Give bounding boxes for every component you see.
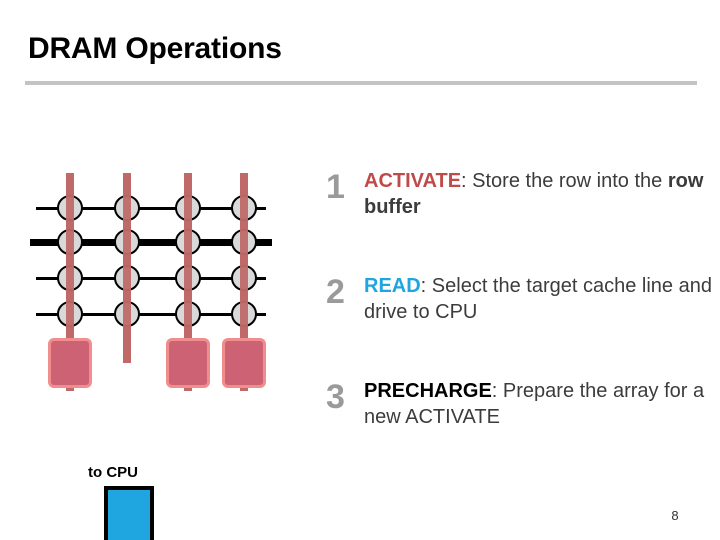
step-text-2: READ: Select the target cache line and d… xyxy=(364,273,720,326)
bitline-overlay-col-3 xyxy=(240,173,248,391)
step-number-3: 3 xyxy=(326,378,345,416)
step-item-activate: 1 ACTIVATE: Store the row into the row b… xyxy=(326,168,720,221)
step-keyword-read: READ xyxy=(364,275,421,297)
read-arrow-icon xyxy=(104,486,154,540)
step-item-precharge: 3 PRECHARGE: Prepare the array for a new… xyxy=(326,378,720,431)
step-body-3: Prepare the array for a new ACTIVATE xyxy=(364,380,705,429)
step-text-1: ACTIVATE: Store the row into the row buf… xyxy=(364,168,720,221)
step-keyword-precharge: PRECHARGE xyxy=(364,380,492,402)
to-cpu-label: to CPU xyxy=(88,464,138,481)
step-body-2: Select the target cache line and drive t… xyxy=(364,275,712,324)
step-separator-2: : xyxy=(420,275,427,297)
wordline-row-1-activated xyxy=(30,239,272,246)
bitline-overlay-col-1 xyxy=(123,173,131,363)
step-keyword-activate: ACTIVATE xyxy=(364,170,462,192)
step-item-read: 2 READ: Select the target cache line and… xyxy=(326,273,720,326)
wordline-row-2 xyxy=(36,277,266,280)
row-buffer-col-0 xyxy=(48,338,92,388)
row-buffer-col-3 xyxy=(222,338,266,388)
step-number-2: 2 xyxy=(326,273,345,311)
step-emphasis-1: row buffer xyxy=(364,170,704,219)
step-separator-3: : xyxy=(491,380,498,402)
page-title: DRAM Operations xyxy=(28,32,282,65)
row-buffer-col-2 xyxy=(166,338,210,388)
step-body-1: Store the row into the xyxy=(466,170,668,192)
step-number-1: 1 xyxy=(326,168,345,206)
wordline-row-0 xyxy=(36,207,266,210)
bitline-overlay-col-0 xyxy=(66,173,74,391)
step-separator-1: : xyxy=(461,170,467,192)
page-number: 8 xyxy=(671,508,679,523)
step-text-3: PRECHARGE: Prepare the array for a new A… xyxy=(364,378,720,431)
bitline-overlay-col-2 xyxy=(184,173,192,391)
title-divider xyxy=(25,81,697,85)
dram-array-diagram xyxy=(0,150,320,540)
wordline-row-3 xyxy=(36,313,266,316)
